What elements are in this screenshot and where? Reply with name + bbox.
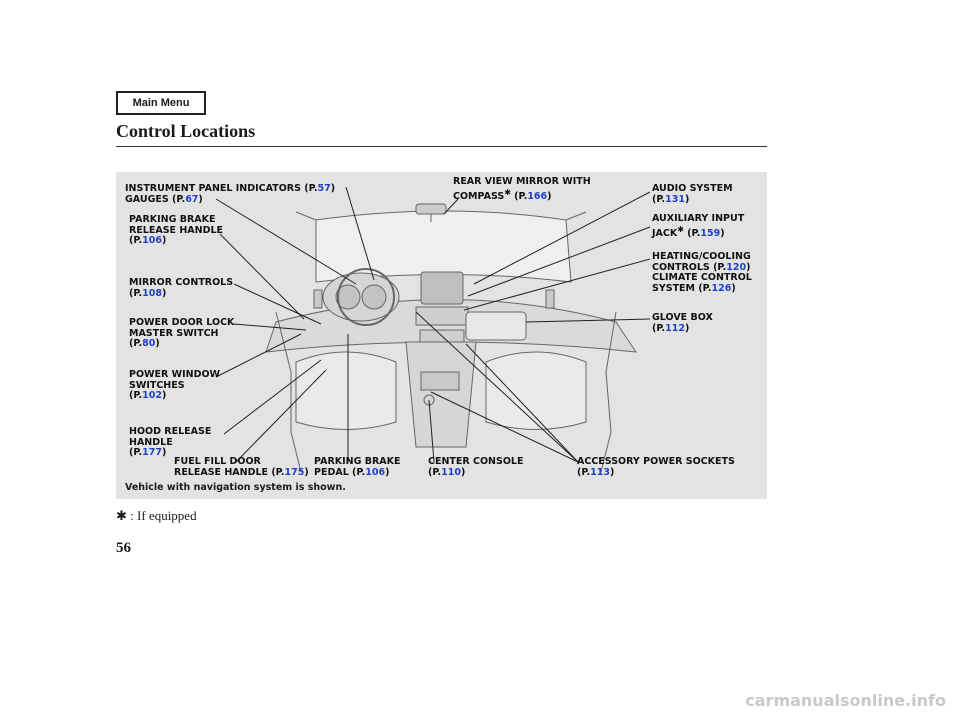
power-window-label: POWER WINDOW SWITCHES (P.102) (129, 369, 221, 401)
page-link[interactable]: 131 (665, 193, 686, 205)
climate-control-label: CLIMATE CONTROL (652, 272, 752, 283)
power-door-lock-label: POWER DOOR LOCK MASTER SWITCH (P.80) (129, 317, 235, 349)
page-link[interactable]: 112 (665, 322, 686, 334)
page-link[interactable]: 67 (185, 193, 199, 205)
figure-footnote: Vehicle with navigation system is shown. (125, 482, 346, 493)
dashboard-illustration (215, 186, 651, 473)
page-link[interactable]: 120 (726, 261, 747, 273)
rear-view-mirror-label: REAR VIEW MIRROR WITH COMPASS✱ (P.166) (453, 176, 591, 202)
page-link[interactable]: 106 (365, 466, 386, 478)
page-link[interactable]: 80 (142, 338, 156, 349)
page-number: 56 (116, 540, 131, 556)
title-divider (116, 146, 767, 147)
page-link[interactable]: 166 (527, 190, 548, 202)
parking-brake-release-label: PARKING BRAKE RELEASE HANDLE (P.106) (129, 214, 224, 246)
page-link[interactable]: 159 (700, 227, 721, 239)
page-link[interactable]: 108 (142, 287, 163, 299)
hood-release-label: HOOD RELEASE HANDLE (P.177) (129, 426, 212, 458)
page-link[interactable]: 110 (441, 466, 462, 478)
dashboard-figure: INSTRUMENT PANEL INDICATORS (P.57) GAUGE… (116, 172, 767, 499)
center-console-label: CENTER CONSOLE (P.110) (428, 456, 524, 478)
page-link[interactable]: 106 (142, 235, 163, 246)
page-link[interactable]: 175 (284, 466, 305, 478)
main-menu-button[interactable]: Main Menu (116, 91, 206, 115)
asterisk-icon: ✱ (116, 508, 127, 523)
mirror-controls-label: MIRROR CONTROLS (P.108) (129, 277, 234, 299)
page-link[interactable]: 126 (711, 282, 732, 294)
watermark: carmanualsonline.info (745, 691, 946, 710)
heating-cooling-label: HEATING/COOLING CONTROLS (P.120) CLIMATE… (652, 251, 752, 294)
if-equipped-note: ✱ : If equipped (116, 508, 197, 523)
page-link[interactable]: 177 (142, 447, 163, 458)
glove-box-label: GLOVE BOX (P.112) (652, 312, 713, 334)
instrument-panel-indicators-label: INSTRUMENT PANEL INDICATORS (P.57) GAUGE… (125, 183, 336, 205)
page-link[interactable]: 102 (142, 390, 163, 401)
page-link[interactable]: 113 (590, 466, 611, 478)
page-link[interactable]: 57 (317, 183, 331, 194)
page-title: Control Locations (116, 121, 256, 141)
auxiliary-input-label: AUXILIARY INPUT JACK✱ (P.159) (652, 213, 745, 239)
parking-brake-pedal-label: PARKING BRAKE PEDAL (P.106) (314, 456, 401, 478)
fuel-fill-door-label: FUEL FILL DOOR RELEASE HANDLE (P.175) (174, 456, 309, 478)
accessory-power-sockets-label: ACCESSORY POWER SOCKETS (P.113) (577, 456, 735, 478)
audio-system-label: AUDIO SYSTEM (P.131) (652, 183, 733, 205)
gauges-label: GAUGES (125, 193, 169, 205)
